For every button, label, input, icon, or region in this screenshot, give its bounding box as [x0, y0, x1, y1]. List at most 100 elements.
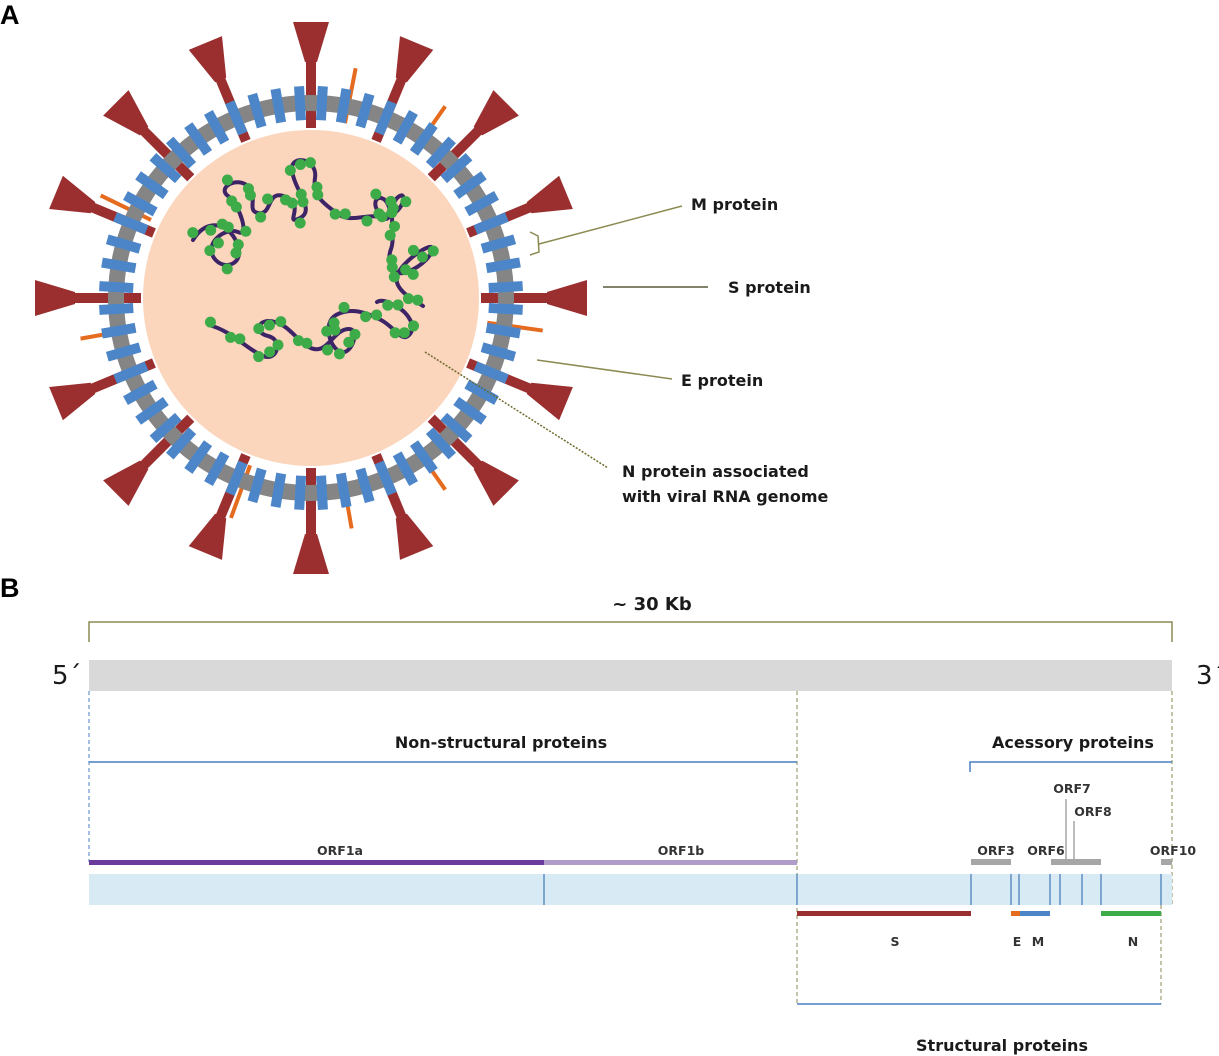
m-protein-label: M protein: [691, 195, 778, 214]
m-protein: [374, 100, 397, 136]
accessory-label: Acessory proteins: [992, 733, 1154, 752]
m-protein: [473, 212, 509, 235]
m-protein-bracket: [529, 231, 540, 256]
n-protein-bead: [187, 227, 199, 239]
n-protein-label-line1: N protein associated: [622, 462, 809, 481]
n-protein-bead: [333, 348, 345, 360]
s-protein-label: S protein: [728, 278, 811, 297]
n-protein-bead: [385, 195, 397, 207]
n-protein-bead: [343, 336, 355, 348]
n-protein-bead: [204, 316, 216, 328]
n-protein-bead: [322, 344, 334, 356]
n-protein-bead: [329, 208, 341, 220]
m-protein: [113, 361, 149, 384]
n-protein-bead: [221, 263, 233, 275]
virion-core: [143, 130, 479, 466]
m-protein: [149, 412, 182, 444]
n-protein-bead: [398, 327, 410, 339]
m-protein: [409, 122, 438, 156]
n-protein-bead: [382, 299, 394, 311]
n-protein-bead: [253, 351, 265, 363]
three-prime-label: 3´: [1196, 661, 1219, 691]
m-protein: [316, 475, 328, 510]
n-protein-bead: [407, 244, 419, 256]
e-protein-label: E protein: [681, 371, 763, 390]
n-protein-bead: [412, 294, 424, 306]
orf-track-dividers: [543, 874, 1162, 905]
orf7-label: ORF7: [1053, 781, 1091, 796]
n-protein-bead: [376, 211, 388, 223]
orf6-orf8-bar: [1051, 859, 1101, 865]
m-protein: [425, 427, 457, 460]
m-protein: [165, 136, 197, 169]
m-protein: [294, 475, 307, 510]
s-protein-spike: [103, 90, 195, 182]
orf-track: [89, 874, 1172, 905]
m-protein: [247, 467, 267, 504]
e-protein-leader: [536, 359, 673, 380]
n-protein-bead: [232, 239, 244, 251]
m-protein: [101, 322, 137, 339]
m-protein: [99, 303, 134, 315]
n-protein-bead: [205, 224, 217, 236]
e-gene-bar: [1011, 911, 1020, 916]
n-protein-bead: [370, 188, 382, 200]
n-protein-bead: [264, 346, 276, 358]
m-protein: [409, 440, 438, 474]
m-protein: [99, 281, 134, 294]
panel-a-label: A: [0, 0, 20, 30]
n-protein-bead: [284, 164, 296, 176]
m-protein-leader: [538, 205, 683, 245]
n-protein-bead: [427, 245, 439, 257]
m-protein: [123, 379, 158, 405]
m-protein: [113, 212, 149, 235]
m-protein: [464, 191, 499, 217]
m-protein: [440, 412, 473, 443]
n-protein-bead: [416, 251, 428, 263]
m-protein: [294, 86, 306, 121]
m-protein: [166, 427, 197, 460]
m-protein: [101, 257, 137, 274]
m-protein: [335, 472, 352, 508]
n-protein-bead: [407, 320, 419, 332]
n-protein-bead: [234, 333, 246, 345]
m-gene-label: M: [1032, 934, 1044, 949]
n-protein-bead: [212, 237, 224, 249]
m-protein: [184, 440, 213, 474]
m-protein: [225, 460, 248, 496]
m-protein: [135, 171, 169, 200]
m-protein: [355, 92, 375, 129]
n-protein-bead: [222, 221, 234, 233]
m-protein: [135, 396, 169, 425]
m-protein: [392, 110, 418, 145]
n-protein-bead: [389, 220, 401, 232]
m-protein: [485, 257, 521, 274]
m-protein: [485, 322, 521, 339]
m-protein: [184, 122, 213, 156]
n-protein-bead: [275, 316, 287, 328]
m-protein: [105, 342, 142, 362]
n-protein-bead: [389, 327, 401, 339]
n-protein-bead: [388, 271, 400, 283]
n-protein-bead: [339, 208, 351, 220]
n-protein-bead: [225, 331, 237, 343]
orf6-label: ORF6: [1027, 843, 1065, 858]
n-protein-bead: [349, 328, 361, 340]
m-protein: [488, 281, 523, 293]
m-protein: [247, 92, 267, 129]
m-protein: [480, 234, 517, 254]
m-protein: [440, 152, 473, 184]
m-protein: [488, 302, 523, 315]
m-protein: [123, 191, 158, 217]
n-protein-bead: [304, 157, 316, 169]
genome-bar: [89, 660, 1172, 691]
s-protein-spike: [103, 414, 195, 506]
s-protein-spike: [427, 90, 519, 182]
m-protein: [204, 451, 230, 486]
five-prime-label: 5´: [52, 661, 82, 691]
n-protein-bead: [286, 197, 298, 209]
genome-size-bracket: [88, 621, 1173, 642]
n-protein-bead: [264, 319, 276, 331]
m-protein: [225, 100, 248, 136]
